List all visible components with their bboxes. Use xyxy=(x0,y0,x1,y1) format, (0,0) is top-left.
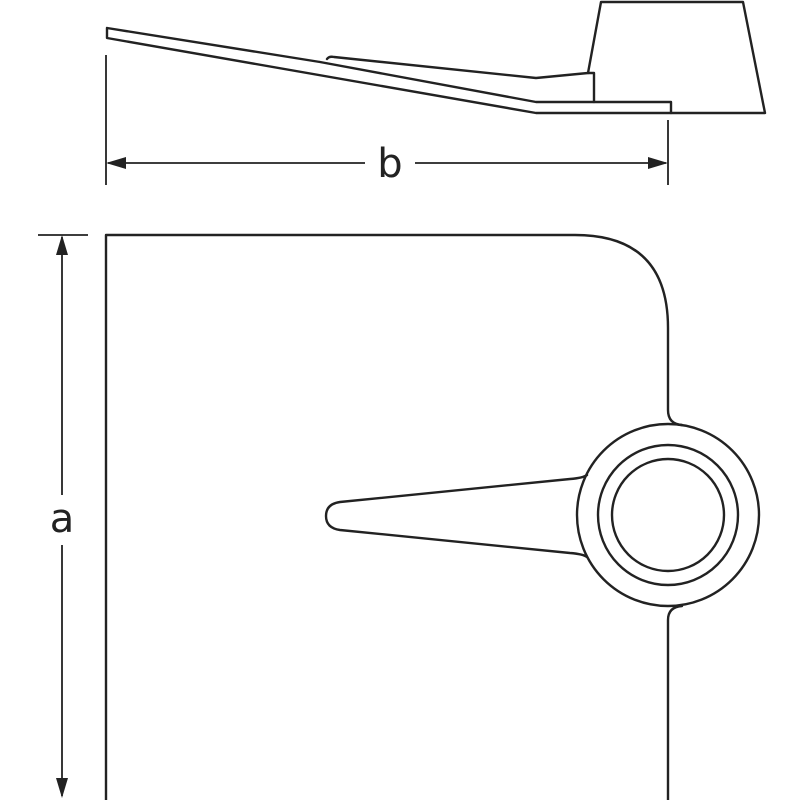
dimension-label-b: b xyxy=(377,141,402,187)
blade-profile xyxy=(105,26,673,115)
socket-outer-ring xyxy=(575,422,761,608)
side-view xyxy=(105,0,767,115)
socket-profile xyxy=(586,0,767,115)
socket-middle-ring xyxy=(596,443,740,587)
arrow-left-icon xyxy=(106,157,126,169)
socket-bore xyxy=(610,457,726,573)
rib xyxy=(324,473,589,559)
arrow-right-icon xyxy=(648,157,668,169)
dimension-a: a xyxy=(38,234,88,798)
arrow-up-icon xyxy=(56,235,68,255)
dimension-b: b xyxy=(105,55,669,187)
blade-outline xyxy=(104,233,684,800)
arrow-down-icon xyxy=(56,778,68,798)
top-view xyxy=(104,233,761,800)
reinforcement-plate xyxy=(325,55,596,104)
dimension-label-a: a xyxy=(50,496,75,542)
